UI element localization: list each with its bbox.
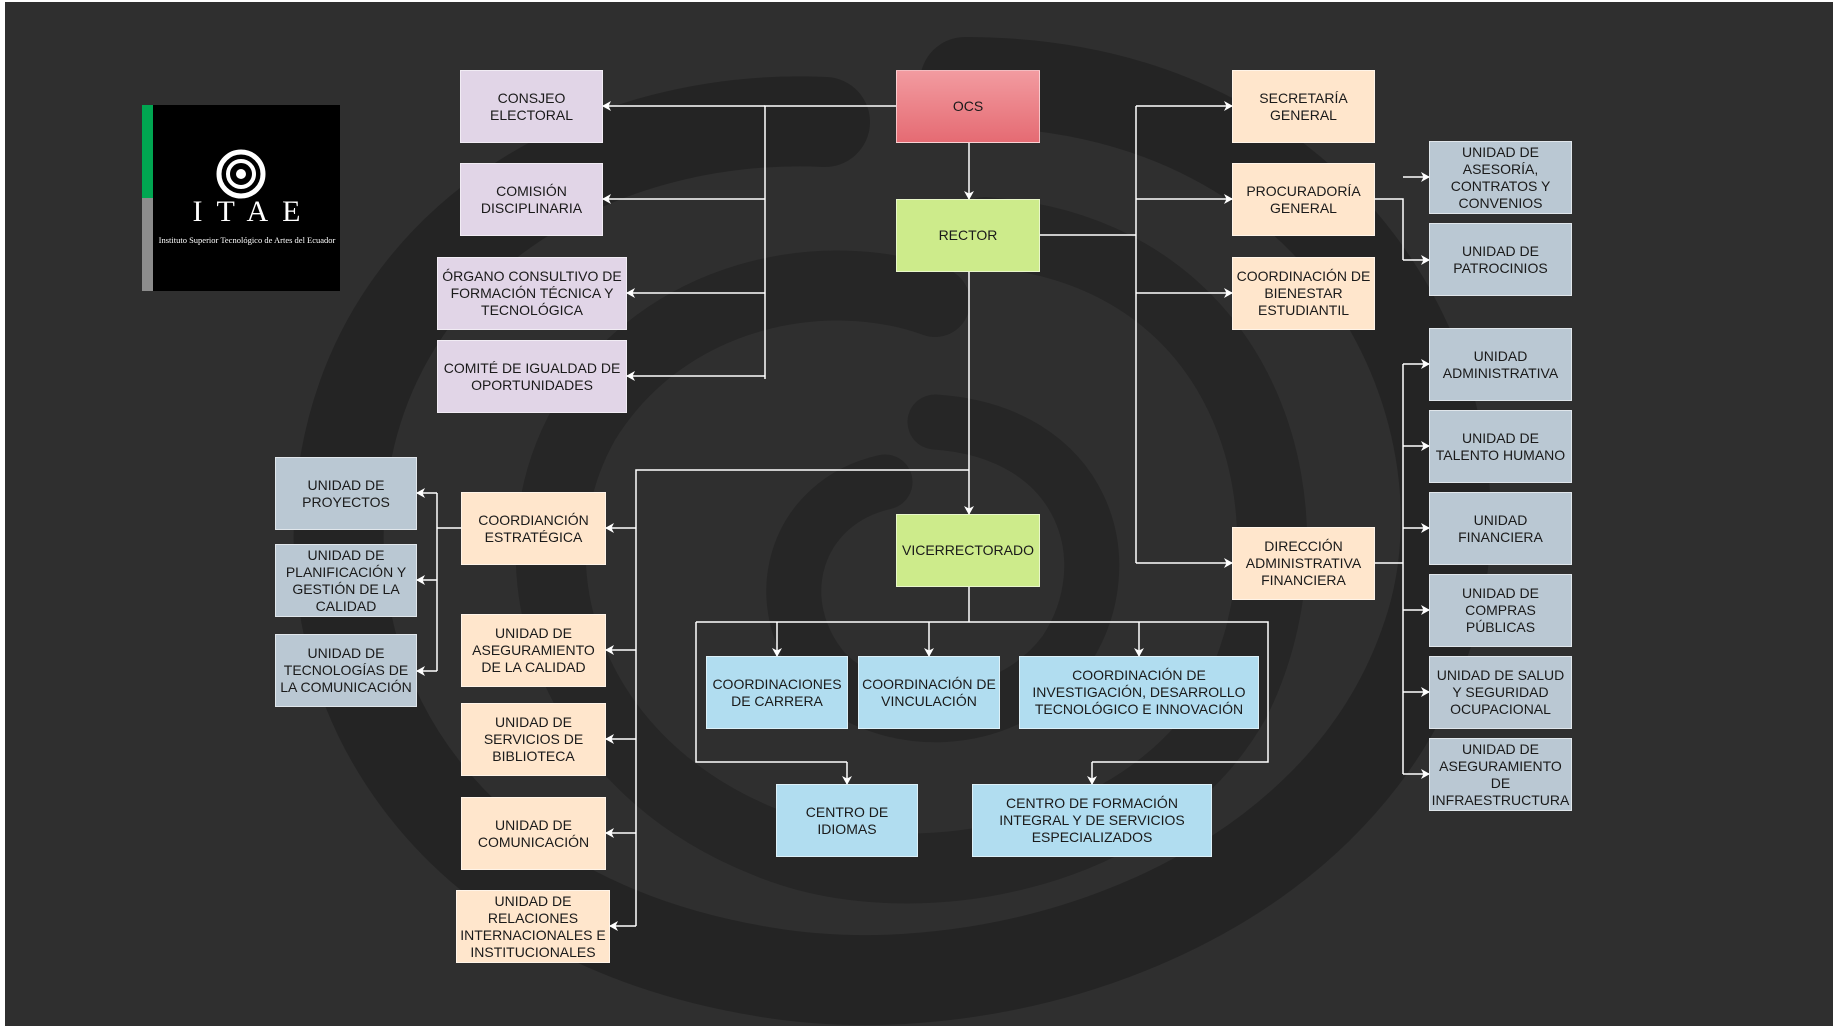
node-unidad-aseg-calidad: UNIDAD DE ASEGURAMIENTO DE LA CALIDAD: [461, 614, 606, 687]
logo-wordmark: ITAE: [192, 195, 315, 228]
node-unidad-relaciones: UNIDAD DE RELACIONES INTERNACIONALES E I…: [456, 890, 610, 963]
connector-lines: [416, 101, 1430, 931]
spiral-emblem-icon: [216, 149, 266, 199]
org-chart-canvas: ITAE Instituto Superior Tecnológico de A…: [5, 2, 1833, 1026]
node-unidad-financiera: UNIDAD FINANCIERA: [1429, 492, 1572, 565]
node-unidad-planificacion: UNIDAD DE PLANIFICACIÓN Y GESTIÓN DE LA …: [275, 544, 417, 617]
node-unidad-tecnologias: UNIDAD DE TECNOLOGÍAS DE LA COMUNICACIÓN: [275, 634, 417, 707]
node-centro-idiomas: CENTRO DE IDIOMAS: [776, 784, 918, 857]
node-coord-vinculacion: COORDINACIÓN DE VINCULACIÓN: [858, 656, 1000, 729]
node-procuraduria-general: PROCURADORÍA GENERAL: [1232, 163, 1375, 236]
node-unidad-salud: UNIDAD DE SALUD Y SEGURIDAD OCUPACIONAL: [1429, 656, 1572, 729]
node-coord-bienestar: COORDINACIÓN DE BIENESTAR ESTUDIANTIL: [1232, 257, 1375, 330]
node-secretaria-general: SECRETARÍA GENERAL: [1232, 70, 1375, 143]
node-coord-carrera: COORDINACIONES DE CARRERA: [706, 656, 848, 729]
node-unidad-infraestructura: UNIDAD DE ASEGURAMIENTO DE INFRAESTRUCTU…: [1429, 738, 1572, 811]
node-unidad-administrativa: UNIDAD ADMINISTRATIVA: [1429, 328, 1572, 401]
logo-subtitle: Instituto Superior Tecnológico de Artes …: [158, 235, 336, 245]
node-unidad-biblioteca: UNIDAD DE SERVICIOS DE BIBLIOTECA: [461, 703, 606, 776]
node-vicerrectorado: VICERRECTORADO: [896, 514, 1040, 587]
logo-green-stripe: [142, 105, 153, 198]
node-rector: RECTOR: [896, 199, 1040, 272]
node-organo-consultivo: ÓRGANO CONSULTIVO DE FORMACIÓN TÉCNICA Y…: [437, 257, 627, 330]
node-unidad-asesoria: UNIDAD DE ASESORÍA, CONTRATOS Y CONVENIO…: [1429, 141, 1572, 214]
node-unidad-patrocinios: UNIDAD DE PATROCINIOS: [1429, 223, 1572, 296]
node-centro-formacion: CENTRO DE FORMACIÓN INTEGRAL Y DE SERVIC…: [972, 784, 1212, 857]
node-unidad-talento: UNIDAD DE TALENTO HUMANO: [1429, 410, 1572, 483]
node-ocs: OCS: [896, 70, 1040, 143]
node-unidad-comunicacion: UNIDAD DE COMUNICACIÓN: [461, 797, 606, 870]
node-direccion-admin: DIRECCIÓN ADMINISTRATIVA FINANCIERA: [1232, 527, 1375, 600]
node-consejo-electoral: CONSJEO ELECTORAL: [460, 70, 603, 143]
node-coord-estrategica: COORDIANCIÓN ESTRATÉGICA: [461, 492, 606, 565]
node-unidad-proyectos: UNIDAD DE PROYECTOS: [275, 457, 417, 530]
itae-logo: ITAE Instituto Superior Tecnológico de A…: [142, 105, 340, 291]
node-comite-igualdad: COMITÉ DE IGUALDAD DE OPORTUNIDADES: [437, 340, 627, 413]
logo-silver-stripe: [142, 198, 153, 291]
node-comision-disciplinaria: COMISIÓN DISCIPLINARIA: [460, 163, 603, 236]
node-unidad-compras: UNIDAD DE COMPRAS PÚBLICAS: [1429, 574, 1572, 647]
node-coord-investigacion: COORDINACIÓN DE INVESTIGACIÓN, DESARROLL…: [1019, 656, 1259, 729]
